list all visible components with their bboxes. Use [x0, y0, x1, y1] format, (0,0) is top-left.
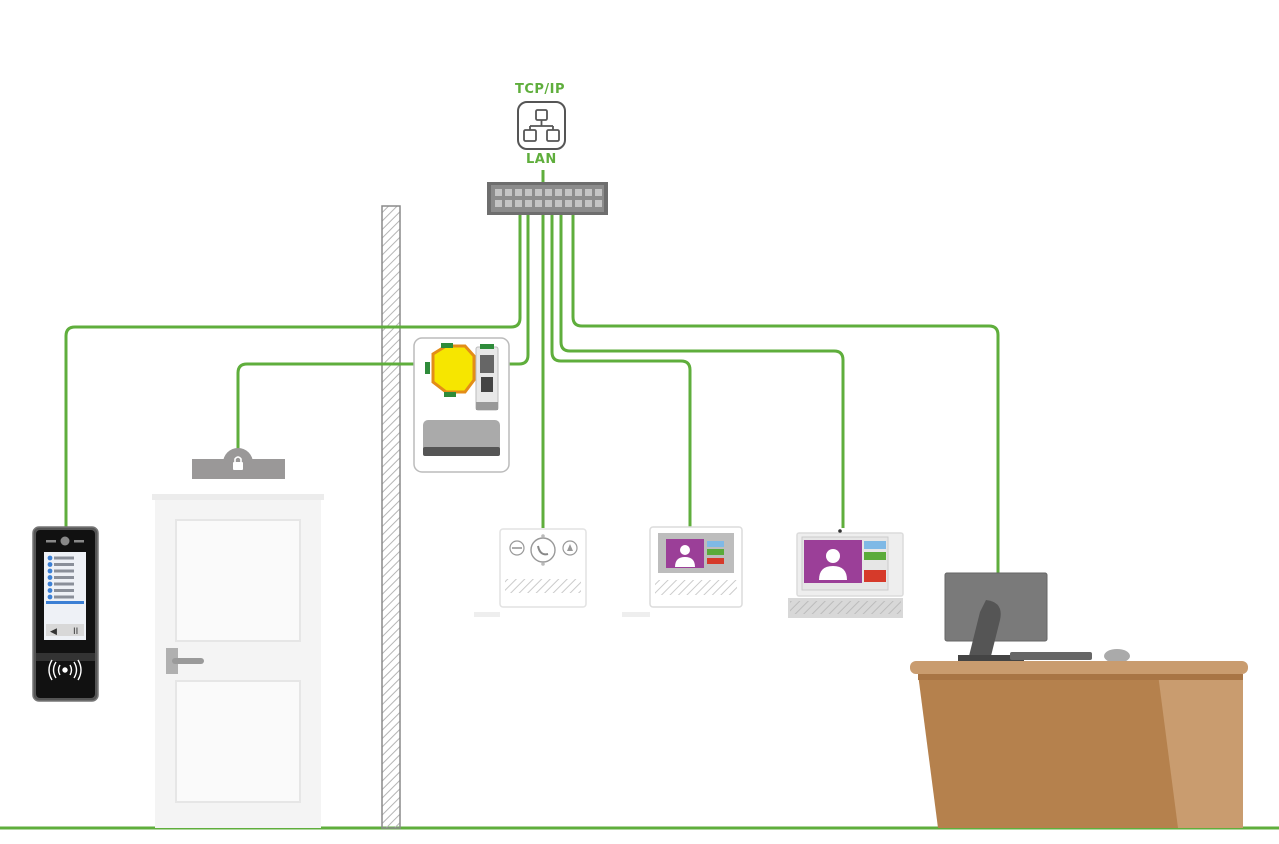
door-entry-panel: ◀ II [32, 526, 99, 702]
contact-row [54, 556, 74, 560]
monitor-stand [968, 600, 1001, 660]
contact-avatar [47, 555, 53, 561]
pc-workstation [944, 572, 1130, 663]
switch-port [545, 200, 552, 207]
cable-to-door-panel [64, 212, 522, 530]
electric-lock [192, 448, 285, 479]
nfc-wave-icon [48, 659, 82, 681]
person-silhouette-icon [819, 549, 847, 580]
person-silhouette-icon [675, 545, 695, 567]
cable-to-lock [236, 212, 530, 454]
switch-port [515, 200, 522, 207]
switch-port [495, 200, 502, 207]
switch-port [575, 189, 582, 196]
switch-port [585, 189, 592, 196]
network-label: LAN [526, 152, 557, 167]
contact-avatar [47, 581, 53, 587]
back-arrow-icon: ◀ [50, 627, 57, 637]
switch-port [535, 200, 542, 207]
switch-port [505, 200, 512, 207]
switch-port [525, 189, 532, 196]
mouse [1104, 649, 1130, 663]
switch-port [535, 189, 542, 196]
switch-port [555, 189, 562, 196]
switch-port [595, 200, 602, 207]
contact-avatar [47, 588, 53, 593]
contact-row [54, 569, 74, 573]
cable-to-video-monitor [550, 212, 692, 530]
network-topology-icon [517, 101, 566, 150]
video-monitor-touch [788, 529, 904, 618]
lock-icon [233, 456, 243, 470]
wall [381, 205, 401, 829]
contact-row [54, 589, 74, 592]
menu-icon: II [73, 627, 78, 637]
desk [910, 661, 1248, 828]
switch-port [585, 200, 592, 207]
switch-port [515, 189, 522, 196]
switch-port [565, 189, 572, 196]
audio-intercom [474, 528, 587, 617]
switch-port [575, 200, 582, 207]
video-monitor-small [622, 526, 743, 617]
contact-row [54, 582, 74, 586]
network-switch [487, 182, 608, 215]
contact-avatar [47, 562, 53, 567]
key-icon [509, 540, 525, 556]
protocol-label: TCP/IP [515, 82, 566, 97]
switch-port [595, 189, 602, 196]
cable-to-touch-monitor [559, 212, 845, 528]
door [152, 494, 324, 828]
switch-port [565, 200, 572, 207]
contact-avatar [47, 568, 53, 574]
bell-icon [562, 540, 578, 556]
power-supply-cabinet [413, 337, 510, 473]
cables [64, 170, 1000, 576]
keyboard [1010, 652, 1092, 660]
cable-to-pc [571, 212, 1000, 576]
switch-port [505, 189, 512, 196]
switch-port [495, 189, 502, 196]
handset-icon [530, 537, 556, 563]
switch-port [555, 200, 562, 207]
contact-avatar [47, 575, 53, 580]
contact-row [54, 563, 74, 566]
switch-port [525, 200, 532, 207]
contact-row [54, 576, 74, 579]
contact-avatar [47, 594, 53, 600]
switch-port [545, 189, 552, 196]
contact-row [54, 595, 74, 599]
